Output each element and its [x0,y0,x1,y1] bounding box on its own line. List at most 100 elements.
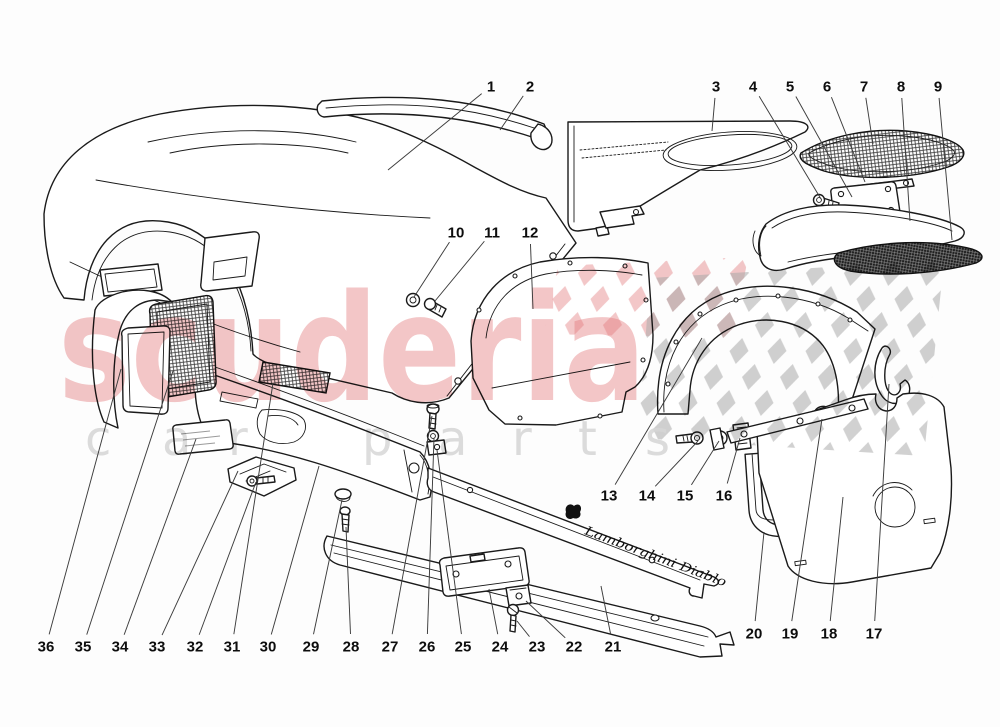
fender-panel [43,104,577,404]
leader-line-28 [345,526,351,635]
leader-line-17 [874,383,890,622]
leader-line-7 [865,97,874,145]
leader-line-14 [654,440,699,487]
callout-27: 27 [382,639,399,656]
label-plate [172,419,234,455]
callout-1: 1 [487,79,495,96]
callout-11: 11 [484,225,500,242]
washer-10 [405,292,421,308]
leader-line-21 [600,585,612,635]
leader-line-34 [123,438,197,635]
leader-line-4 [758,96,822,200]
bracket-pin [246,475,276,487]
callout-36: 36 [38,639,55,656]
cage-nut-25 [426,439,447,456]
leader-line-8 [901,97,911,222]
shim-plate [438,547,530,597]
spring-clip-22 [505,584,532,607]
watermark-letter-2: r [228,411,248,467]
callout-4: 4 [749,79,758,96]
leader-lines [48,93,953,639]
bull-logo [565,504,582,520]
callout-22: 22 [566,639,583,656]
leader-line-26 [426,437,435,635]
callout-35: 35 [75,639,92,656]
leader-line-15 [690,440,720,486]
callout-13: 13 [601,488,618,505]
watermark-letter-3: p [362,411,392,467]
callout-2: 2 [526,79,534,96]
leader-line-18 [829,496,844,622]
callout-25: 25 [455,639,472,656]
callout-33: 33 [149,639,166,656]
leader-line-1 [387,93,483,171]
watermark-letter-7: s [645,411,670,467]
screw-23 [506,603,520,633]
leader-line-19 [791,418,823,622]
watermark-letter-1: a [162,411,191,467]
leader-line-5 [795,96,853,198]
leader-line-30 [270,465,320,635]
callout-19: 19 [782,626,799,643]
callout-8: 8 [897,79,905,96]
watermark-letter-6: t [578,411,597,467]
screw-28 [339,506,351,533]
quarter-panel [567,120,809,237]
rocker-slot [219,391,259,409]
callout-32: 32 [187,639,204,656]
bolt-11 [423,297,447,318]
leader-line-35 [86,370,174,635]
callout-15: 15 [677,488,694,505]
checkered-flag-gray [638,260,944,456]
leader-line-12 [529,243,534,310]
callout-21: 21 [605,639,622,656]
leader-line-27 [391,415,433,635]
molding-end-cap [530,123,553,151]
leader-line-24 [488,588,499,635]
callout-30: 30 [260,639,277,656]
callout-7: 7 [860,79,868,96]
leader-line-32 [198,481,257,635]
callout-26: 26 [419,639,436,656]
leader-line-22 [525,600,566,639]
callout-17: 17 [866,626,883,643]
leader-line-25 [436,449,462,635]
watermark-letter-4: a [438,411,467,467]
leader-line-31 [233,382,274,635]
leader-line-29 [313,499,343,635]
leader-line-23 [516,620,530,637]
rocker-pocket [256,409,306,445]
callout-9: 9 [934,79,942,96]
callout-24: 24 [492,639,509,656]
leader-line-16 [726,437,741,484]
callout-12: 12 [522,225,539,242]
leader-line-11 [434,240,485,302]
mount-bracket-small [599,205,645,229]
leader-line-13 [614,337,703,485]
fender-crease-top [147,130,357,143]
jack-bracket [227,456,297,497]
callout-5: 5 [786,79,794,96]
callout-14: 14 [639,488,656,505]
leader-line-10 [413,241,450,298]
callout-31: 31 [224,639,241,656]
callout-16: 16 [716,488,733,505]
callout-6: 6 [823,79,831,96]
watermark-letter-5: r [512,411,532,467]
callout-18: 18 [821,626,838,643]
callout-34: 34 [112,639,129,656]
callout-23: 23 [529,639,546,656]
callout-20: 20 [746,626,763,643]
leader-line-36 [48,368,122,635]
leader-line-20 [754,531,765,622]
upper-mesh-grille [799,129,965,179]
fender-inner-plate [99,263,163,297]
rocker-grille [258,361,331,394]
callout-10: 10 [448,225,465,242]
callout-29: 29 [303,639,320,656]
